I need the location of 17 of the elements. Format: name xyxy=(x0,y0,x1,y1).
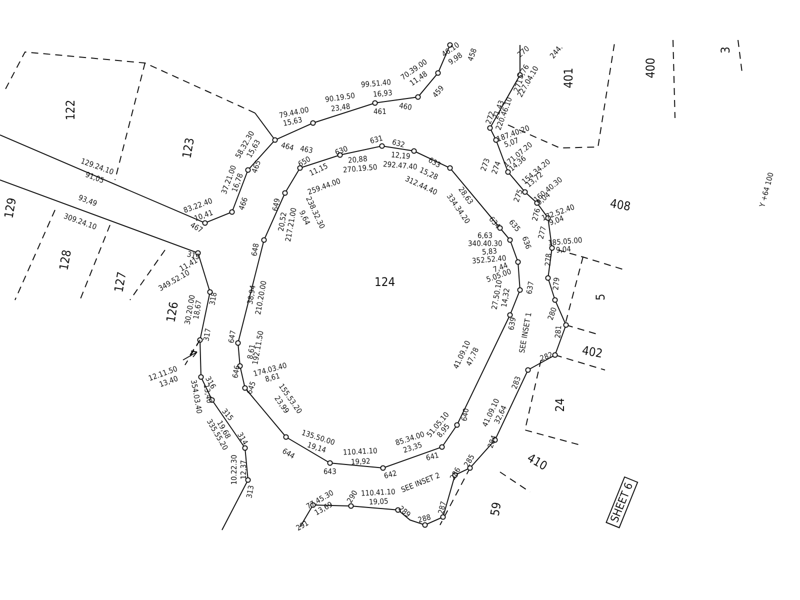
parcel-number: 126 xyxy=(164,300,180,324)
parcel-number: 129 xyxy=(2,196,18,220)
parcel-number: 410 xyxy=(524,452,549,472)
parcel-number: 5 xyxy=(594,294,606,300)
parcel-number: 3 xyxy=(718,46,731,54)
parcel-number: 122 xyxy=(64,100,76,120)
parcel-number: 123 xyxy=(180,136,196,160)
parcel-number: 408 xyxy=(608,197,631,213)
parcel-number: 124 xyxy=(374,276,396,288)
parcel-number: 24 xyxy=(554,398,566,412)
parcel-number: 128 xyxy=(57,248,72,272)
parcel-number: 401 xyxy=(562,68,574,88)
parcel-number: 402 xyxy=(580,344,603,360)
parcel-number: 127 xyxy=(112,270,128,294)
parcel-number: 59 xyxy=(488,501,503,517)
sheet-reference: SHEET 6 xyxy=(606,476,638,528)
parcel-number: 400 xyxy=(644,58,656,78)
